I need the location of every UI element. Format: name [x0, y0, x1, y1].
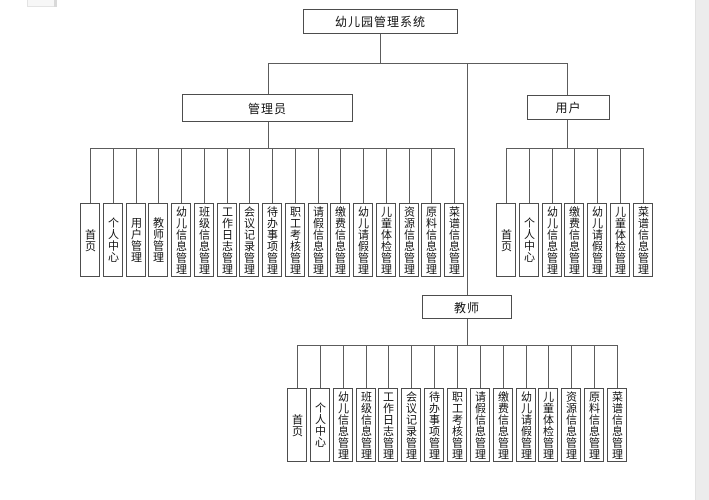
node-admin-child: 缴费信息管理 [330, 203, 350, 277]
connector-line [454, 148, 455, 203]
connector-line [136, 148, 137, 203]
node-user-child: 缴费信息管理 [564, 203, 584, 277]
node-admin-child: 工作日志管理 [217, 203, 237, 277]
node-user-child: 个人中心 [519, 203, 539, 277]
node-teacher-child: 幼儿请假管理 [516, 388, 536, 462]
connector-line [643, 148, 644, 203]
connector-line [467, 63, 468, 295]
node-root: 幼儿园管理系统 [303, 9, 458, 34]
connector-line [597, 148, 598, 203]
connector-line [617, 345, 618, 388]
node-user-child: 儿童体检管理 [610, 203, 630, 277]
connector-line [552, 148, 553, 203]
node-teacher-child: 班级信息管理 [356, 388, 376, 462]
node-admin-child: 首页 [80, 203, 100, 277]
connector-line [411, 345, 412, 388]
connector-line [380, 34, 381, 63]
connector-line [268, 63, 568, 64]
node-teacher-child: 待办事项管理 [424, 388, 444, 462]
connector-line [434, 345, 435, 388]
node-admin-child: 原料信息管理 [421, 203, 441, 277]
topleft-ui-artifact-nub [54, 0, 57, 7]
connector-line [467, 319, 468, 345]
connector-line [529, 148, 530, 203]
node-teacher-child: 请假信息管理 [470, 388, 490, 462]
node-teacher-child: 会议记录管理 [401, 388, 421, 462]
node-user-child: 幼儿信息管理 [542, 203, 562, 277]
page-right-gutter [695, 0, 709, 500]
connector-line [457, 345, 458, 388]
node-admin-child: 请假信息管理 [308, 203, 328, 277]
connector-line [227, 148, 228, 203]
node-teacher-child: 原料信息管理 [584, 388, 604, 462]
connector-line [366, 345, 367, 388]
connector-line [548, 345, 549, 388]
connector-line [431, 148, 432, 203]
node-teacher-child: 首页 [287, 388, 307, 462]
connector-line [571, 345, 572, 388]
node-user-child: 首页 [496, 203, 516, 277]
connector-line [158, 148, 159, 203]
connector-line [480, 345, 481, 388]
node-admin-child: 用户管理 [126, 203, 146, 277]
node-teacher-child: 个人中心 [310, 388, 330, 462]
connector-line [506, 148, 507, 203]
connector-line [567, 120, 568, 148]
connector-line [388, 345, 389, 388]
connector-line [340, 148, 341, 203]
connector-line [297, 345, 298, 388]
node-branch-teacher: 教师 [422, 295, 512, 319]
connector-line [503, 345, 504, 388]
connector-line [320, 345, 321, 388]
node-admin-child: 儿童体检管理 [376, 203, 396, 277]
node-admin-child: 教师管理 [148, 203, 168, 277]
node-admin-child: 菜谱信息管理 [444, 203, 464, 277]
connector-line [594, 345, 595, 388]
node-admin-child: 职工考核管理 [285, 203, 305, 277]
node-user-child: 幼儿请假管理 [587, 203, 607, 277]
connector-line [318, 148, 319, 203]
connector-line [409, 148, 410, 203]
connector-line [386, 148, 387, 203]
connector-line [567, 63, 568, 95]
connector-line [506, 148, 644, 149]
connector-line [526, 345, 527, 388]
connector-line [620, 148, 621, 203]
connector-line [181, 148, 182, 203]
node-admin-child: 会议记录管理 [239, 203, 259, 277]
node-admin-child: 个人中心 [103, 203, 123, 277]
node-teacher-child: 工作日志管理 [378, 388, 398, 462]
node-admin-child: 幼儿信息管理 [171, 203, 191, 277]
connector-line [295, 148, 296, 203]
connector-line [204, 148, 205, 203]
node-teacher-child: 儿童体检管理 [538, 388, 558, 462]
connector-line [343, 345, 344, 388]
topleft-ui-artifact [27, 0, 56, 7]
connector-line [574, 148, 575, 203]
node-teacher-child: 职工考核管理 [447, 388, 467, 462]
node-admin-child: 待办事项管理 [262, 203, 282, 277]
node-admin-child: 资源信息管理 [399, 203, 419, 277]
connector-line [272, 148, 273, 203]
node-branch-user: 用户 [527, 95, 610, 120]
connector-line [363, 148, 364, 203]
connector-line [113, 148, 114, 203]
node-teacher-child: 缴费信息管理 [493, 388, 513, 462]
connector-line [268, 122, 269, 148]
node-admin-child: 班级信息管理 [194, 203, 214, 277]
node-teacher-child: 资源信息管理 [561, 388, 581, 462]
node-user-child: 菜谱信息管理 [633, 203, 653, 277]
connector-line [268, 63, 269, 94]
connector-line [90, 148, 91, 203]
node-teacher-child: 幼儿信息管理 [333, 388, 353, 462]
node-admin-child: 幼儿请假管理 [353, 203, 373, 277]
node-teacher-child: 菜谱信息管理 [607, 388, 627, 462]
connector-line [249, 148, 250, 203]
node-branch-admin: 管理员 [182, 94, 353, 122]
